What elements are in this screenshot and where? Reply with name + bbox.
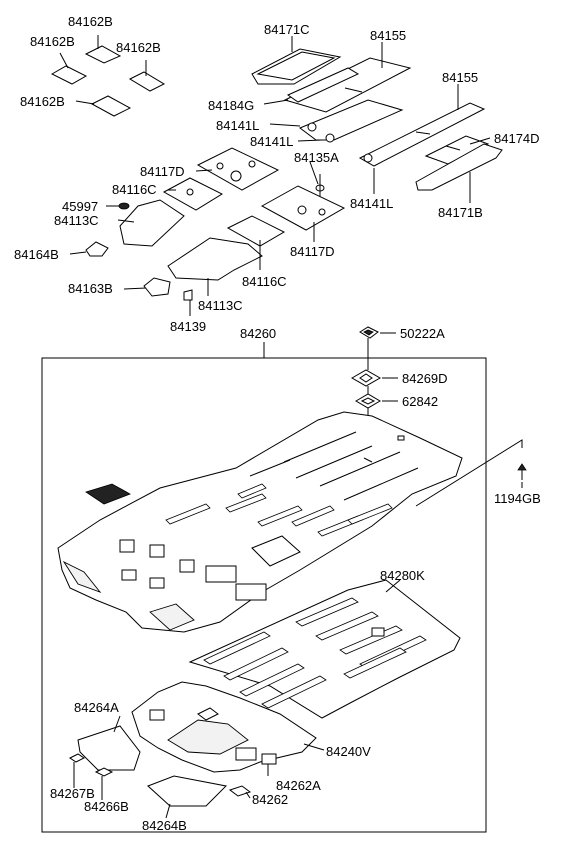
part-84139 [183,289,193,301]
label-84171b: 84171B [438,205,483,220]
part-84113c-right [167,237,263,281]
label-84163b: 84163B [68,281,113,296]
part-84269d [350,369,382,387]
label-84162b-2: 84162B [30,34,75,49]
leaders-middle [69,161,319,316]
part-labels: 84162B 84162B 84162B 84162B 84171C 84155… [14,14,541,833]
part-84141l-upper [298,99,404,143]
label-84116c-1: 84116C [112,182,157,197]
label-84116c-2: 84116C [242,274,287,289]
leaders-top-right [263,36,491,203]
label-84113c-1: 84113C [54,213,99,228]
label-84240v: 84240V [326,744,371,759]
label-84141l-1: 84141L [216,118,259,133]
label-84269d: 84269D [402,371,448,386]
label-84135a: 84135A [294,150,339,165]
label-84184g: 84184G [208,98,254,113]
label-84174d: 84174D [494,131,540,146]
label-84141l-2: 84141L [250,134,293,149]
part-84240v [131,681,317,773]
label-84155-2: 84155 [442,70,478,85]
label-84266b: 84266B [84,799,129,814]
part-84163b [143,277,171,297]
label-84262a: 84262A [276,778,321,793]
leaders-84162b [59,35,147,105]
assembly-box-84260 [41,342,487,833]
part-50222a [359,326,379,339]
part-84116c-left [162,177,224,211]
part-84267b [69,753,85,763]
part-84266b [94,767,114,777]
part-1194gb [415,439,527,507]
label-84260: 84260 [240,326,276,341]
part-84262a [261,753,277,765]
part-84113c-left [119,199,185,247]
label-84264b: 84264B [142,818,187,833]
label-84262: 84262 [252,792,288,807]
part-62842 [355,393,381,409]
part-84117d-left [196,147,280,191]
label-84171c: 84171C [264,22,310,37]
label-84267b: 84267B [50,786,95,801]
label-84280k: 84280K [380,568,425,583]
label-84264a: 84264A [74,700,119,715]
label-50222a: 50222A [400,326,445,341]
label-84162b-3: 84162B [116,40,161,55]
label-84164b: 84164B [14,247,59,262]
leaders-bottom [73,579,401,819]
label-84117d-1: 84117D [140,164,185,179]
label-45997: 45997 [62,199,98,214]
part-84171c [251,48,342,85]
label-84117d-2: 84117D [290,244,335,259]
label-84162b-1: 84162B [68,14,113,29]
part-45997 [118,202,130,210]
part-84280k [188,579,461,719]
label-84139: 84139 [170,319,206,334]
label-84141l-3: 84141L [350,196,393,211]
label-84113c-2: 84113C [198,298,243,313]
label-84155-1: 84155 [370,28,406,43]
part-84171b [415,143,503,191]
label-84162b-4: 84162B [20,94,65,109]
part-84116c-right [226,215,286,247]
label-1194gb: 1194GB [494,491,541,506]
part-84264b [147,775,228,807]
part-84117d-right [260,185,346,231]
part-84260-floor-carpet [57,411,463,633]
label-62842: 62842 [402,394,438,409]
part-84184g [286,67,360,103]
part-84264a [77,725,141,771]
part-84162b-pads [50,45,166,117]
part-84155-right [358,102,486,167]
part-84164b [85,241,109,257]
part-84262 [228,785,252,797]
